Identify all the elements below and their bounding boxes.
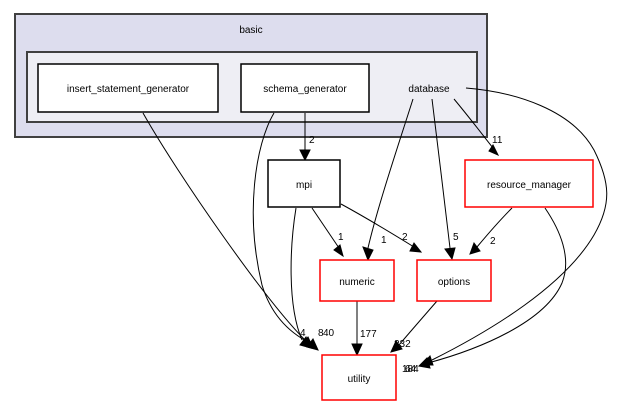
edge-label-database-resource_manager: 11 [492, 135, 503, 146]
edge-label-database-utility: 64 [405, 364, 417, 375]
node-options-box[interactable] [416, 259, 492, 302]
node-utility-box[interactable] [321, 354, 397, 401]
edge-schema_generator-to-mpi [299, 113, 311, 162]
node-numeric-box[interactable] [319, 259, 395, 302]
node-numeric-label: numeric [339, 277, 375, 288]
edge-numeric-to-utility [351, 301, 363, 357]
node-schema_generator-label: schema_generator [263, 84, 347, 95]
node-utility-label: utility [348, 374, 371, 385]
node-mpi-box[interactable] [267, 159, 341, 208]
node-options[interactable]: options [416, 259, 492, 302]
edge-label-mpi-options: 2 [402, 232, 408, 243]
node-resource_manager[interactable]: resource_manager [464, 159, 594, 208]
edge-mpi-to-utility [290, 207, 312, 349]
node-mpi-label: mpi [296, 180, 312, 191]
edge-resource_manager-to-utility [417, 207, 567, 369]
node-utility[interactable]: utility [321, 354, 397, 401]
cluster-basic-label: basic [239, 25, 262, 36]
node-insert_statement_generator-label: insert_statement_generator [67, 84, 190, 95]
node-numeric[interactable]: numeric [319, 259, 395, 302]
edge-database-to-numeric [362, 98, 414, 262]
node-resource_manager-label: resource_manager [487, 180, 572, 191]
node-mpi[interactable]: mpi [267, 159, 341, 208]
edge-label-database-numeric: 1 [381, 235, 387, 246]
edge-resource_manager-to-options [469, 207, 513, 255]
edge-label-mpi-utility: 40 [323, 328, 335, 339]
node-insert_statement_generator[interactable]: insert_statement_generator [37, 63, 219, 113]
edge-label-schema_generator-mpi: 2 [309, 135, 315, 146]
edge-label-resource_manager-options: 2 [490, 236, 496, 247]
edge-mpi-to-options [340, 203, 423, 253]
node-database[interactable]: database [408, 84, 450, 95]
edge-label-mpi-numeric: 1 [338, 232, 344, 243]
edge-label-numeric-utility: 177 [360, 329, 377, 340]
node-database-label[interactable]: database [408, 84, 450, 95]
edge-mpi-to-numeric [311, 207, 344, 258]
edge-database-to-options [431, 98, 456, 261]
edge-label-resource_manager-utility: 184 [402, 364, 419, 375]
edge-insert_statement_generator-to-utility [142, 112, 314, 349]
node-schema_generator-box[interactable] [240, 63, 370, 113]
node-options-label: options [438, 277, 470, 288]
edge-label-database-options: 5 [453, 232, 459, 243]
edge-schema_generator-to-utility [252, 112, 319, 351]
edge-label-options-utility: 232 [394, 339, 411, 350]
edge-database-to-resource_manager [453, 98, 500, 157]
node-resource_manager-box[interactable] [464, 159, 594, 208]
edge-label-insert_statement_generator-utility: 4 [300, 328, 306, 339]
node-insert_statement_generator-box[interactable] [37, 63, 219, 113]
edge-label-schema_generator-utility: 8 [318, 328, 324, 339]
node-schema_generator[interactable]: schema_generator [240, 63, 370, 113]
edge-options-to-utility [390, 300, 438, 353]
